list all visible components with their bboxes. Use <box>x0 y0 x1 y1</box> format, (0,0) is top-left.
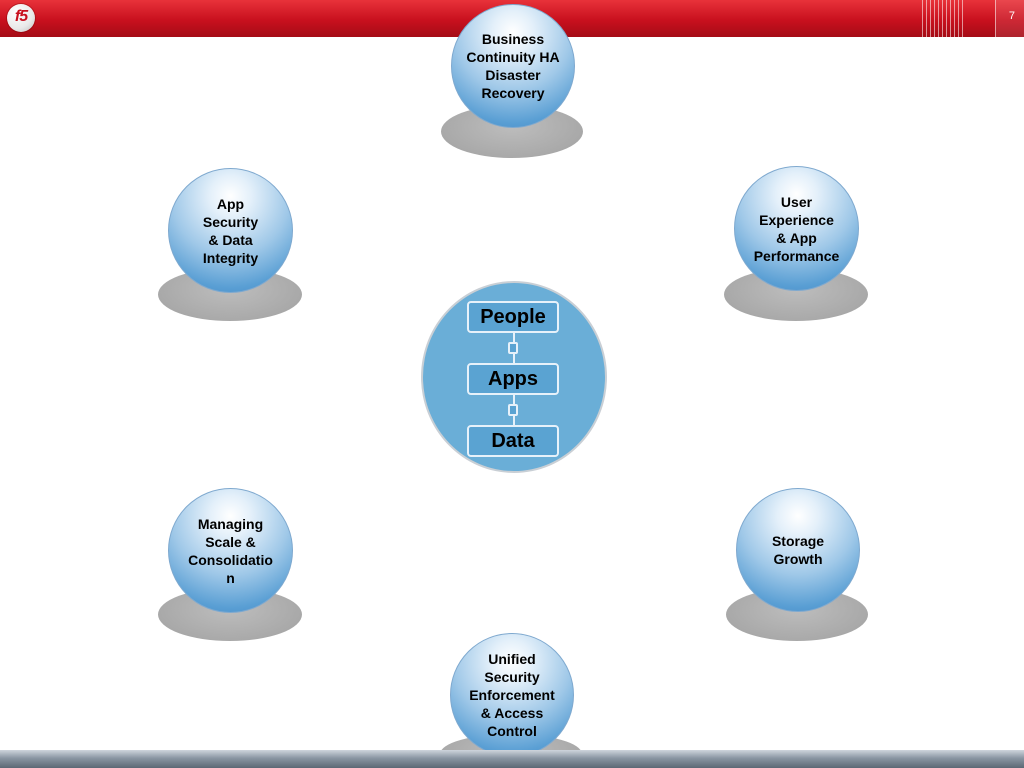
node-label: Business Continuity HA Disaster Recovery <box>466 31 560 101</box>
node-label: User Experience & App Performance <box>753 193 840 264</box>
node-user-experience: User Experience & App Performance <box>734 166 859 291</box>
node-business-continuity: Business Continuity HA Disaster Recovery <box>451 4 575 128</box>
bottom-bar <box>0 750 1024 768</box>
banner-stripes <box>922 0 966 37</box>
node-managing-scale: Managing Scale & Consolidatio n <box>168 488 293 613</box>
node-label: Unified Security Enforcement & Access Co… <box>469 651 555 739</box>
chain-link-icon <box>508 342 518 354</box>
node-unified-security: Unified Security Enforcement & Access Co… <box>450 633 574 757</box>
chain-box-data: Data <box>467 425 559 457</box>
node-label: Storage Growth <box>771 533 825 567</box>
chain-label-people: People <box>480 305 546 328</box>
chain-box-people: People <box>467 301 559 333</box>
logo-text: f5 <box>14 8 28 25</box>
f5-logo: f5 <box>7 4 35 32</box>
chain-label-apps: Apps <box>488 367 538 390</box>
node-storage-growth: Storage Growth <box>736 488 860 612</box>
chain-label-data: Data <box>491 429 535 452</box>
page-number: 7 <box>1008 10 1015 22</box>
chain-box-apps: Apps <box>467 363 559 395</box>
node-label: Managing Scale & Consolidatio n <box>188 515 273 586</box>
center-circle: People Apps Data <box>421 281 607 473</box>
chain-link-icon <box>508 404 518 416</box>
node-app-security: App Security & Data Integrity <box>168 168 293 293</box>
page-number-box <box>995 0 1024 37</box>
node-label: App Security & Data Integrity <box>202 195 259 266</box>
